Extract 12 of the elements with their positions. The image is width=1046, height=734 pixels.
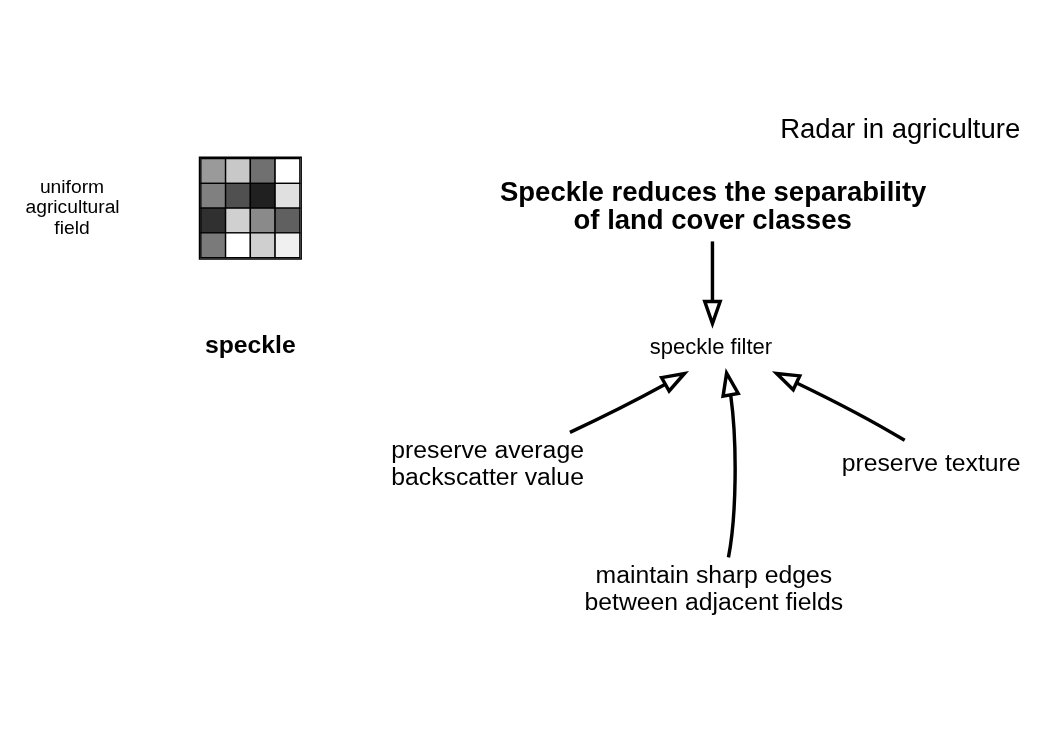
node-text: Speckle reduces the separability of land cover classes (499, 176, 927, 235)
arrow (771, 371, 906, 442)
node-text: speckle filter (649, 333, 773, 359)
arrow (569, 370, 690, 434)
arrow (721, 368, 741, 558)
diagram-title: Radar in agriculture (780, 113, 1021, 145)
node-text: preserve texture (841, 449, 1021, 477)
arrow (702, 241, 723, 329)
label: speckle (204, 331, 296, 359)
node-text: preserve average backscatter value (391, 435, 584, 491)
node-text: maintain sharp edges between adjacent fields (584, 560, 844, 616)
label: uniform agricultural field (25, 175, 120, 238)
